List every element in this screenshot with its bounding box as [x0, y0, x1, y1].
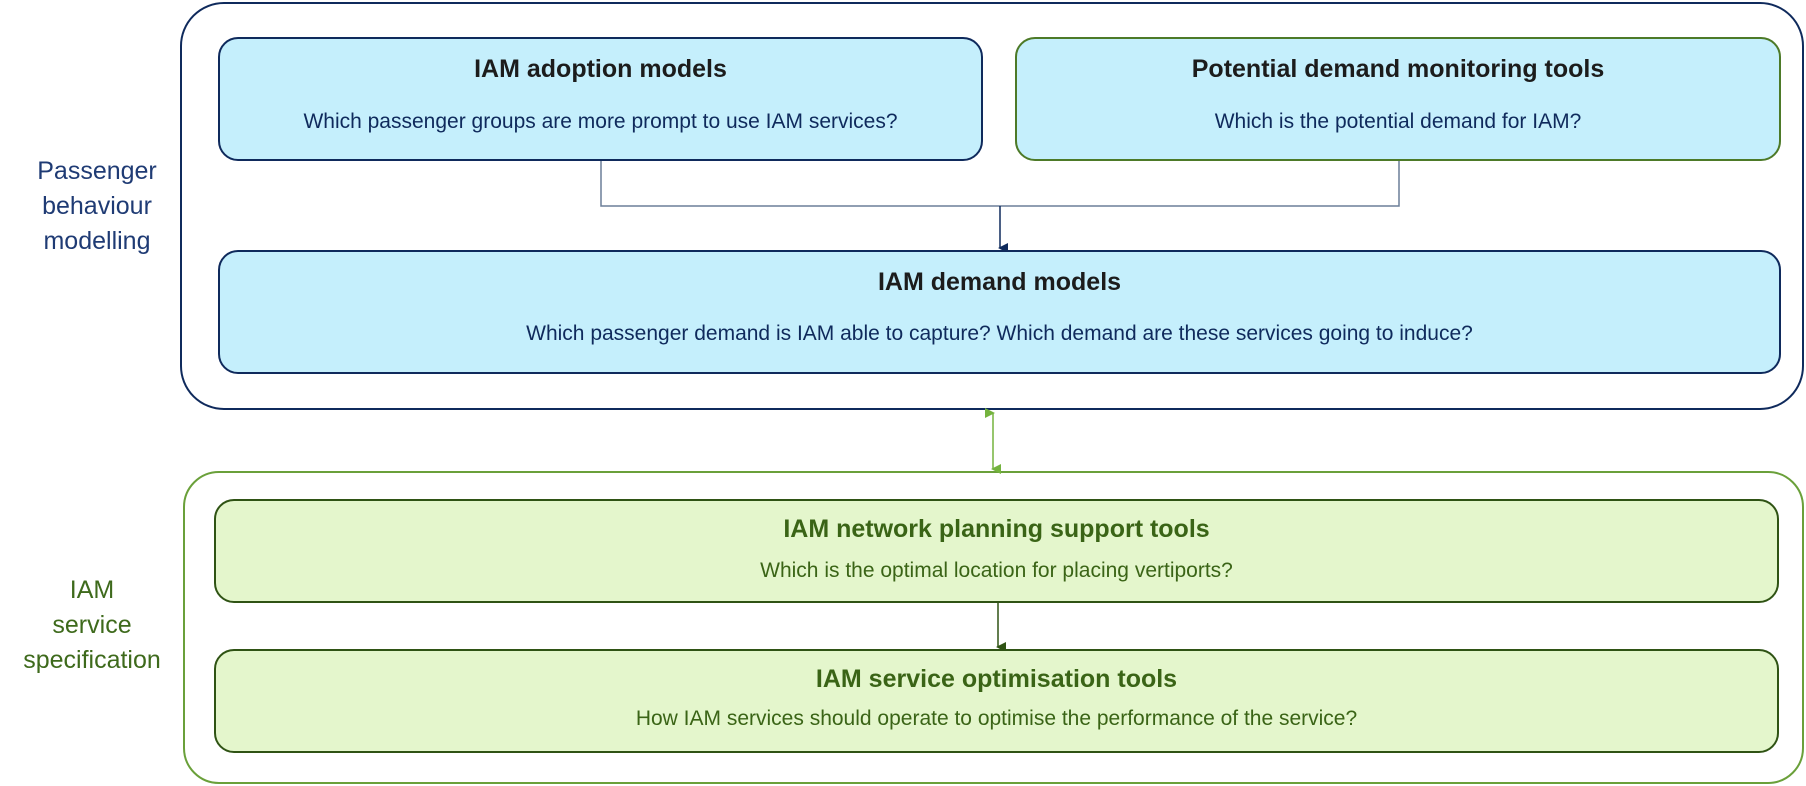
box-title: IAM network planning support tools: [783, 515, 1210, 543]
potential-demand-monitoring-tools-box: Potential demand monitoring tools Which …: [1015, 37, 1781, 161]
iam-adoption-models-box: IAM adoption models Which passenger grou…: [218, 37, 983, 161]
box-title: Potential demand monitoring tools: [1191, 55, 1605, 83]
iam-service-optimisation-tools-box: IAM service optimisation tools How IAM s…: [214, 649, 1779, 753]
box-question: Which passenger groups are more prompt t…: [303, 110, 898, 133]
box-title: IAM demand models: [877, 268, 1122, 296]
iam-network-planning-support-tools-box: IAM network planning support tools Which…: [214, 499, 1779, 603]
box-question: Which is the optimal location for placin…: [760, 559, 1233, 582]
box-title: IAM service optimisation tools: [815, 665, 1178, 693]
box-question: Which passenger demand is IAM able to ca…: [526, 322, 1473, 345]
iam-service-specification-label: IAM service specification: [23, 576, 161, 674]
passenger-behaviour-label: Passenger behaviour modelling: [37, 157, 157, 255]
box-question: Which is the potential demand for IAM?: [1214, 110, 1582, 133]
iam-demand-models-box: IAM demand models Which passenger demand…: [218, 250, 1781, 374]
box-question: How IAM services should operate to optim…: [635, 707, 1358, 730]
box-title: IAM adoption models: [474, 55, 727, 83]
